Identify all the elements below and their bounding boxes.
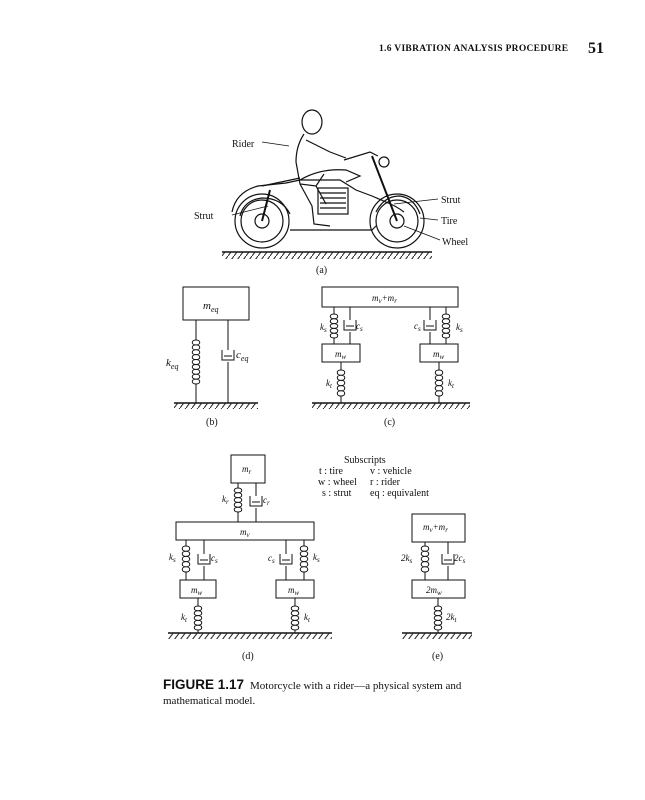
subscript-rider: r : rider (370, 477, 401, 488)
subscript-equivalent: eq : equivalent (370, 488, 429, 499)
damper-ceq (221, 350, 235, 361)
svg-text:2ks: 2ks (401, 553, 413, 565)
svg-text:ks: ks (313, 552, 320, 564)
svg-text:mv: mv (240, 527, 251, 539)
svg-text:mv+mr: mv+mr (423, 522, 448, 534)
spring (434, 369, 444, 397)
panel-e-label: (e) (432, 651, 443, 662)
svg-text:cs: cs (211, 553, 218, 565)
strut-left-callout: Strut (194, 211, 214, 222)
vehicle-rider-mass-e (411, 513, 466, 543)
subscript-wheel: w : wheel (318, 477, 357, 488)
spring (329, 313, 339, 339)
svg-text:mw: mw (433, 349, 445, 361)
caption-text: Motorcycle with a rider—a physical syste… (163, 680, 462, 707)
svg-text:mw: mw (288, 585, 300, 597)
panel-e-model (402, 513, 472, 639)
subscript-vehicle: v : vehicle (370, 466, 412, 477)
subscript-strut: s : strut (322, 488, 352, 499)
wheel-callout: Wheel (442, 237, 468, 248)
panel-c-model (312, 286, 470, 409)
svg-text:mw: mw (191, 585, 203, 597)
running-header: 1.6 VIBRATION ANALYSIS PROCEDURE 51 (0, 40, 645, 60)
spring (233, 487, 243, 513)
mass-eq-label: meq (203, 300, 219, 314)
caption-label: FIGURE 1.17 (163, 677, 245, 692)
svg-text:2mw: 2mw (426, 585, 442, 597)
panel-b-model (174, 286, 258, 409)
svg-text:cr: cr (263, 495, 270, 507)
damper (441, 554, 455, 565)
panel-a-leaders (231, 141, 441, 241)
damper (423, 320, 437, 331)
subscripts-title: Subscripts (344, 455, 386, 466)
damper (197, 554, 211, 565)
svg-text:kt: kt (448, 378, 455, 390)
svg-text:cs: cs (268, 553, 275, 565)
svg-text:kt: kt (181, 612, 188, 624)
svg-text:mr: mr (242, 464, 252, 476)
spring (299, 545, 309, 573)
panel-d-model (168, 454, 332, 639)
panel-d-labels: mr kr cr mv ks cs cs ks mw mw kt kt (169, 464, 320, 624)
spring (336, 369, 346, 397)
damper (279, 554, 293, 565)
spring (181, 545, 191, 573)
rider-callout: Rider (232, 139, 255, 150)
panel-c-labels: mv+mr ks cs cs ks mw mw kt kt (320, 293, 463, 390)
page-number: 51 (588, 40, 604, 57)
panel-d-label: (d) (242, 651, 254, 662)
panel-a-label: (a) (316, 265, 327, 276)
svg-text:mw: mw (335, 349, 347, 361)
svg-text:mv+mr: mv+mr (372, 293, 397, 305)
strut-right-callout: Strut (441, 195, 461, 206)
spring (420, 545, 430, 573)
tire-callout: Tire (441, 216, 458, 227)
svg-text:cs: cs (356, 321, 363, 333)
svg-text:2kt: 2kt (446, 612, 458, 624)
mass-eq (182, 286, 250, 321)
damper (343, 320, 357, 331)
svg-text:kt: kt (326, 378, 333, 390)
svg-text:ks: ks (456, 322, 463, 334)
spring-keq (191, 339, 201, 385)
damper-ceq-label: ceq (236, 349, 248, 363)
subscript-tire: t : tire (319, 466, 343, 477)
spring (433, 605, 443, 631)
svg-text:cs: cs (414, 321, 421, 333)
panel-e-labels: mv+mr 2ks 2cs 2mw 2kt (401, 522, 466, 624)
rider-mass (230, 454, 266, 484)
svg-text:ks: ks (320, 322, 327, 334)
spring (290, 605, 300, 631)
svg-text:ks: ks (169, 552, 176, 564)
damper (249, 496, 263, 507)
svg-text:2cs: 2cs (454, 553, 466, 565)
svg-text:kr: kr (222, 494, 229, 506)
panel-a-motorcycle (222, 109, 432, 259)
panel-c-label: (c) (384, 417, 395, 428)
spring (441, 313, 451, 339)
section-title: 1.6 VIBRATION ANALYSIS PROCEDURE (379, 44, 569, 54)
vehicle-mass (175, 521, 315, 541)
spring (193, 605, 203, 631)
spring-keq-label: keq (166, 357, 178, 371)
subscripts-legend: Subscripts t : tire v : vehicle w : whee… (318, 455, 429, 499)
panel-b-label: (b) (206, 417, 218, 428)
mass-vehicle-rider (321, 286, 459, 308)
svg-text:kt: kt (304, 612, 311, 624)
